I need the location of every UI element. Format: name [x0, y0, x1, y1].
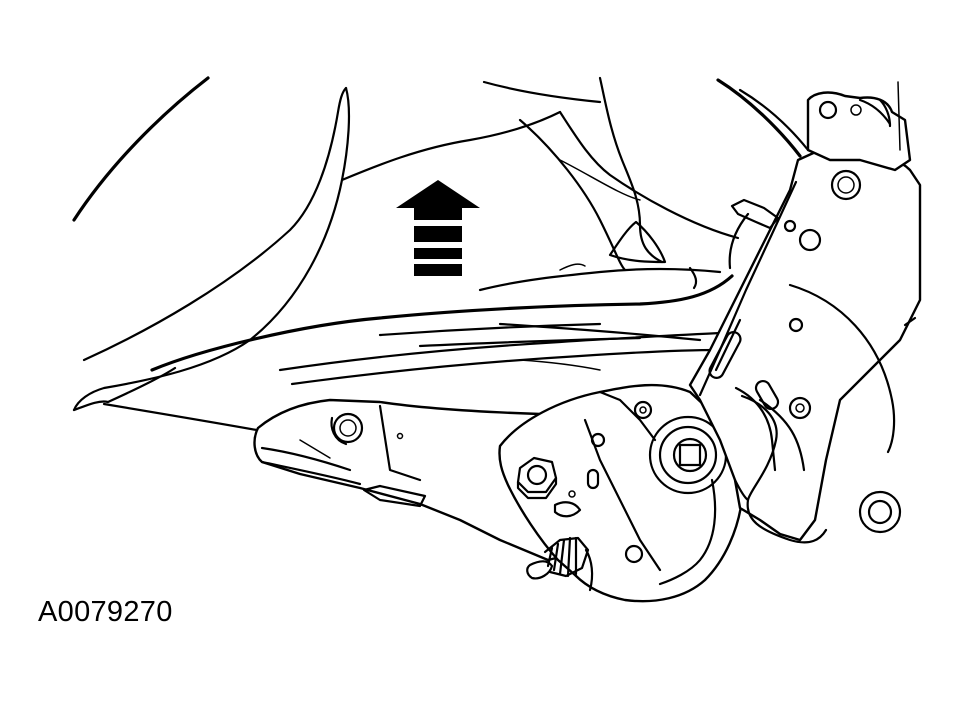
outer-arc	[716, 78, 802, 158]
body-panel-curve	[72, 76, 210, 222]
coil-spring	[526, 536, 594, 592]
seat-cushion-trim	[72, 76, 740, 412]
recliner-plate	[498, 383, 745, 603]
back-frame-holes	[754, 169, 902, 534]
recliner-arc	[788, 283, 896, 454]
hex-bolt	[516, 456, 558, 500]
upper-hinge-bracket	[806, 81, 912, 172]
rivet	[624, 544, 644, 564]
figure-reference-code: A0079270	[38, 596, 173, 628]
up-arrow-icon	[396, 180, 480, 276]
rivet	[590, 432, 606, 448]
rail-bolt	[330, 412, 364, 446]
latch-tab	[730, 198, 780, 230]
slot	[586, 468, 600, 490]
pivot-bushing	[648, 415, 728, 495]
rivet	[633, 400, 653, 420]
